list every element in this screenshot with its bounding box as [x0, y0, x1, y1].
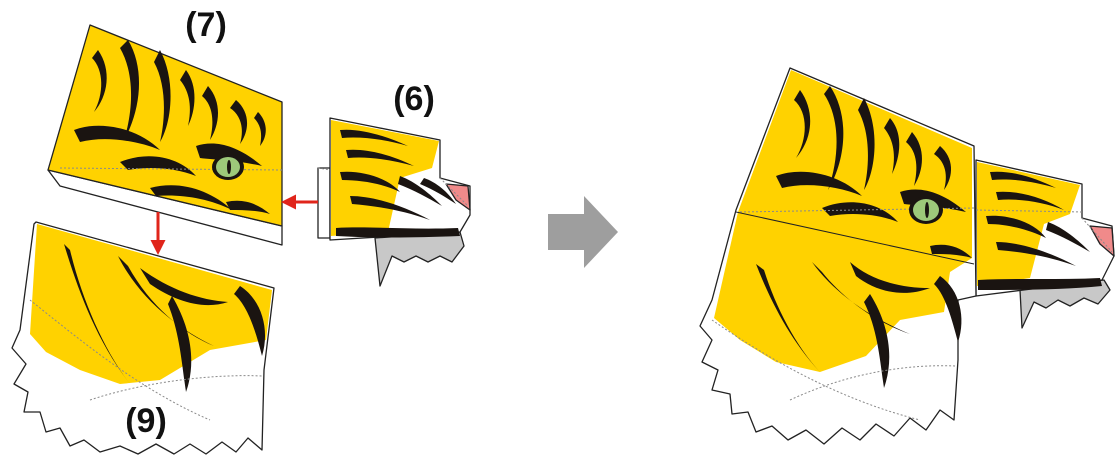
part-6-label: (6)	[393, 80, 435, 118]
eye-icon	[212, 154, 244, 180]
arrow-right-icon	[548, 196, 618, 268]
part-9-label: (9)	[125, 402, 167, 440]
assembled-tiger-head	[700, 68, 1114, 444]
part-7-label: (7)	[185, 6, 227, 44]
part-7-upper-head	[48, 25, 282, 245]
part-6-muzzle	[318, 118, 470, 286]
eye-icon	[909, 196, 943, 224]
